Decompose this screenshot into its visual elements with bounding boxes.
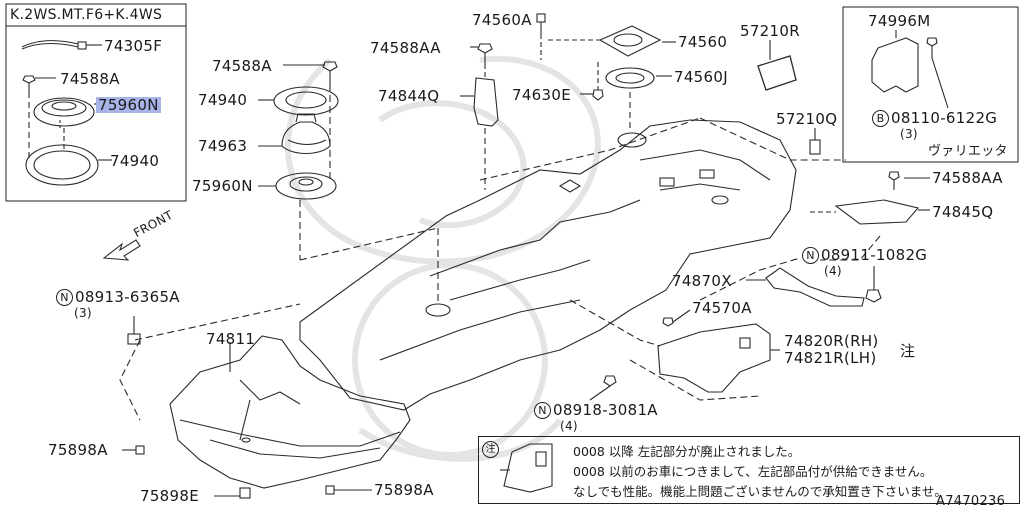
part-number-08918: 08918-3081A — [553, 401, 658, 419]
plate-74940 — [273, 86, 339, 116]
part-label-74811[interactable]: 74811 — [206, 330, 256, 348]
undercover-74811 — [169, 335, 411, 489]
clip-57210Q — [809, 128, 821, 155]
note-icon: 注 — [482, 441, 499, 458]
part-label-74588A[interactable]: 74588A — [212, 57, 272, 75]
bolt-74588A — [283, 61, 338, 84]
note-bracket-illustration — [503, 443, 553, 493]
bolt-74570A — [662, 309, 691, 327]
part-label-74588AA-top[interactable]: 74588AA — [370, 39, 441, 57]
strap-74305F — [21, 40, 79, 48]
qty-08911: (4) — [824, 264, 842, 278]
bolt-b-icon: B — [872, 110, 889, 127]
bracket-74996M — [871, 37, 919, 93]
part-label-57210Q[interactable]: 57210Q — [776, 110, 838, 128]
part-label-74570A[interactable]: 74570A — [692, 299, 752, 317]
note-line-2: 0008 以前のお車につきまして、左記部品付が供給できません。 — [573, 464, 933, 479]
part-label-75960N[interactable]: 75960N — [192, 177, 253, 195]
part-number-08110: 08110-6122G — [891, 109, 998, 127]
part-label-57210R[interactable]: 57210R — [740, 22, 800, 40]
part-label-75898A-left[interactable]: 75898A — [48, 441, 108, 459]
part-label-74588AA-right[interactable]: 74588AA — [932, 169, 1003, 187]
part-label-74560J[interactable]: 74560J — [674, 68, 728, 86]
clip-74630E — [580, 89, 604, 101]
bracket-74870X — [765, 267, 865, 307]
part-label-75898E[interactable]: 75898E — [140, 487, 199, 505]
front-arrow-icon — [102, 239, 141, 261]
bracket-74845Q — [834, 199, 920, 225]
part-label-74560A[interactable]: 74560A — [472, 11, 532, 29]
boot-74963 — [281, 121, 331, 155]
part-label-74940-inset[interactable]: 74940 — [110, 152, 160, 170]
plate-74940-inset — [25, 144, 99, 186]
inset-box-left — [5, 3, 187, 202]
part-number-08911: 08911-1082G — [821, 246, 928, 264]
bolt-74588A-inset — [22, 75, 56, 92]
clip-75898A-left — [122, 445, 145, 455]
part-label-74870X[interactable]: 74870X — [672, 272, 732, 290]
part-label-74996M[interactable]: 74996M — [868, 12, 931, 30]
part-label-74844Q[interactable]: 74844Q — [378, 87, 440, 105]
nut-n-icon: N — [534, 402, 551, 419]
diagram-id: A7470236 — [936, 494, 1006, 509]
pad-57210R — [757, 55, 797, 91]
note-line-1: 0008 以降 左記部分が廃止されました。 — [573, 444, 801, 459]
part-label-75960N-inset-highlighted[interactable]: 75960N — [96, 96, 161, 114]
part-number-08913: 08913-6365A — [75, 288, 180, 306]
part-label-75898A-bottom[interactable]: 75898A — [374, 481, 434, 499]
clip-75898A-bottom — [325, 485, 372, 495]
nut-08911 — [865, 289, 882, 303]
note-line-3: なしでも性能。機能上問題ございませんので承知置き下さいませ。 — [573, 484, 947, 499]
spec-label: K.2WS.MT.F6+K.4WS — [10, 7, 163, 23]
qty-08913: (3) — [74, 306, 92, 320]
inset-box-right — [842, 6, 1019, 163]
bolt-74588AA-top — [470, 43, 493, 64]
ring-74560J — [605, 67, 655, 89]
part-label-74821R[interactable]: 74821R(LH) — [784, 349, 877, 367]
bracket-74844Q — [473, 77, 499, 127]
note-reference-mark: 注 — [900, 342, 916, 360]
floor-panel — [299, 119, 797, 411]
bracket-74820R — [657, 323, 771, 393]
clip-75898E — [214, 487, 251, 499]
nut-n-icon: N — [56, 289, 73, 306]
nut-n-icon: N — [802, 247, 819, 264]
qty-08110: (3) — [900, 127, 918, 141]
part-label-74845Q[interactable]: 74845Q — [932, 203, 994, 221]
part-label-74963[interactable]: 74963 — [198, 137, 248, 155]
qty-08918: (4) — [560, 419, 578, 433]
part-label-74820R[interactable]: 74820R(RH) — [784, 332, 879, 350]
watermark-emblem — [284, 55, 601, 462]
boot-75960N-inset — [33, 97, 95, 127]
bolt-74560A — [536, 13, 546, 34]
variety-note: ヴァリエッタ — [928, 144, 1008, 159]
bolt-74588AA-right — [888, 171, 930, 190]
note-box: 注 0008 以降 左記部分が廃止されました。 0008 以前のお車につきまして… — [478, 436, 1020, 504]
part-label-74630E[interactable]: 74630E — [512, 86, 571, 104]
plate-74560 — [598, 25, 662, 57]
part-label-74560[interactable]: 74560 — [678, 33, 728, 51]
part-label-74940[interactable]: 74940 — [198, 91, 248, 109]
part-label-74588A-inset[interactable]: 74588A — [60, 70, 120, 88]
part-label-74305F[interactable]: 74305F — [104, 37, 163, 55]
nut-08918 — [603, 375, 617, 387]
